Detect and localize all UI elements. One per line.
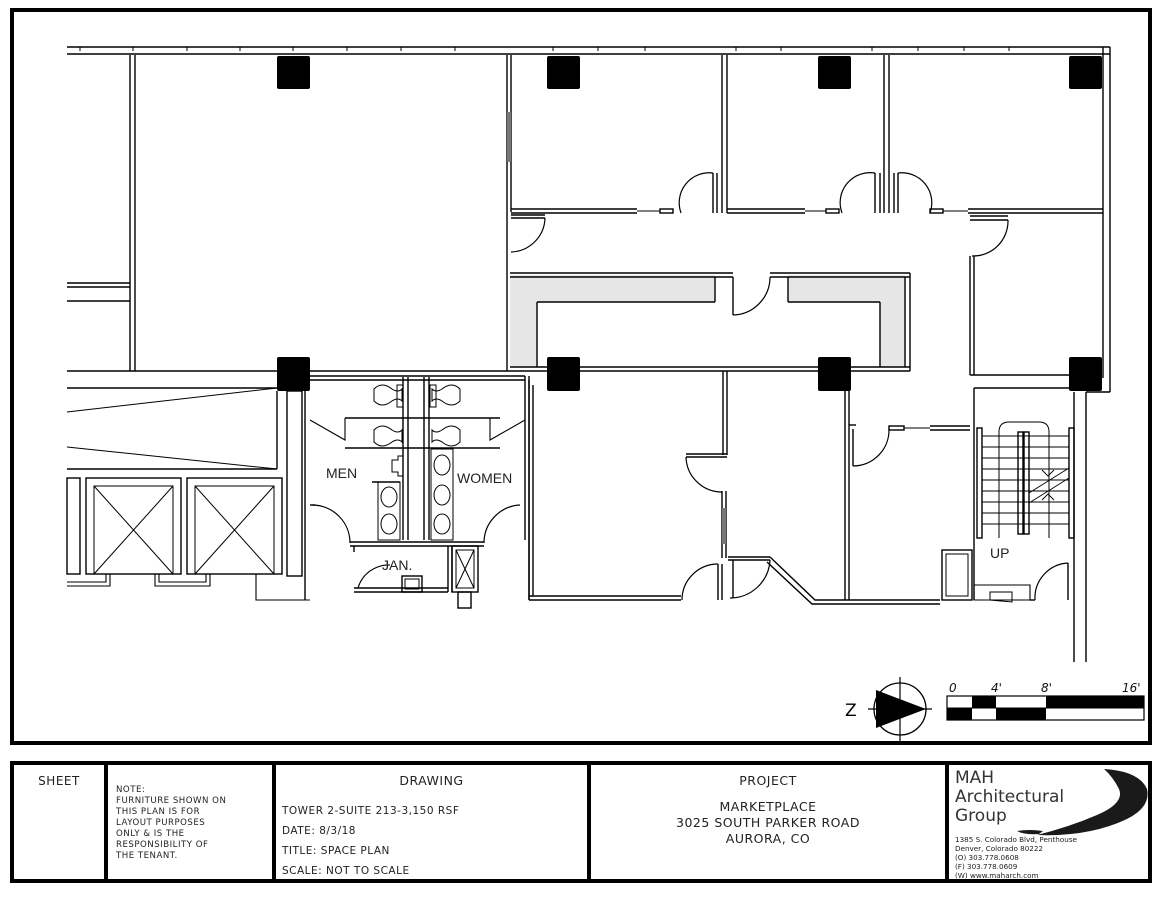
firm-name-line: Architectural — [955, 787, 1065, 807]
firm-address-line: Denver, Colorado 80222 — [955, 844, 1043, 853]
drawing-label: DRAWING — [399, 773, 464, 788]
firm-website: (W) www.maharch.com — [955, 871, 1039, 880]
floor-plan: MEN WOMEN JAN. UP Z 0 4' 8' 16' — [66, 46, 1145, 741]
drawing-cell: DRAWING TOWER 2-SUITE 213-3,150 RSF DATE… — [276, 765, 591, 879]
scale-bar: 0 4' 8' 16' — [946, 681, 1145, 721]
firm-contact: 1385 S. Colorado Blvd, Penthouse Denver,… — [955, 835, 1077, 880]
stair-core — [941, 374, 1111, 662]
firm-name: MAH Architectural Group — [955, 769, 1064, 826]
firm-logo-cell: MAH Architectural Group 1385 S. Colorado… — [949, 765, 1148, 880]
scale-tick-0: 0 — [949, 681, 957, 695]
north-arrow: Z — [845, 677, 932, 741]
north-arrow-letter: Z — [845, 701, 857, 721]
note-line: NOTE: — [116, 785, 146, 795]
drawing-frame — [10, 8, 1152, 745]
open-office — [67, 55, 512, 372]
structural-columns — [277, 56, 1102, 391]
drawing-date: DATE: 8/3/18 — [282, 825, 356, 837]
note-line: THE TENANT. — [116, 851, 178, 861]
firm-address-line: 1385 S. Colorado Blvd, Penthouse — [955, 835, 1077, 844]
drawing-suite: TOWER 2-SUITE 213-3,150 RSF — [282, 805, 460, 817]
note-line: ONLY & IS THE — [116, 829, 185, 839]
exterior-right-wall — [1102, 47, 1111, 378]
sheet-cell: SHEET — [14, 765, 108, 879]
project-info: MARKETPLACE 3025 SOUTH PARKER ROAD AUROR… — [591, 799, 945, 847]
firm-name-line: Group — [955, 806, 1007, 826]
title-block: SHEET NOTE: FURNITURE SHOWN ON THIS PLAN… — [10, 761, 1152, 883]
note-line: FURNITURE SHOWN ON — [116, 796, 227, 806]
scale-tick-16: 16' — [1122, 681, 1141, 695]
room-label-men: MEN — [326, 465, 357, 481]
note-line: RESPONSIBILITY OF — [116, 840, 209, 850]
project-name: MARKETPLACE — [719, 799, 817, 814]
project-cell: PROJECT MARKETPLACE 3025 SOUTH PARKER RO… — [591, 765, 949, 879]
scale-tick-8: 8' — [1041, 681, 1052, 695]
bottom-offices — [528, 371, 970, 605]
stair-label-up: UP — [990, 545, 1009, 561]
scale-tick-4: 4' — [991, 681, 1002, 695]
restrooms — [309, 375, 530, 609]
note-cell: NOTE: FURNITURE SHOWN ON THIS PLAN IS FO… — [108, 765, 276, 879]
exterior-top-wall — [67, 46, 1110, 55]
firm-phone: (O) 303.778.0608 — [955, 853, 1019, 862]
drawing-title: TITLE: SPACE PLAN — [282, 845, 390, 857]
firm-name-line: MAH — [955, 768, 995, 788]
note-line: THIS PLAN IS FOR — [116, 807, 201, 817]
project-city: AURORA, CO — [725, 831, 811, 846]
room-label-janitor: JAN. — [382, 557, 412, 573]
top-offices — [511, 55, 1103, 214]
project-address: 3025 SOUTH PARKER ROAD — [676, 815, 860, 830]
room-label-women: WOMEN — [457, 470, 512, 486]
project-label: PROJECT — [739, 773, 797, 788]
center-room — [510, 272, 911, 372]
firm-swoosh-logo-icon — [1017, 769, 1148, 836]
firm-fax: (F) 303.778.0609 — [955, 862, 1018, 871]
drawing-scale: SCALE: NOT TO SCALE — [282, 865, 410, 877]
drawing-info: TOWER 2-SUITE 213-3,150 RSF DATE: 8/3/18… — [282, 801, 459, 881]
elevator-core — [66, 387, 310, 601]
note-line: LAYOUT PURPOSES — [116, 818, 206, 828]
furniture-note: NOTE: FURNITURE SHOWN ON THIS PLAN IS FO… — [116, 785, 226, 862]
corridor-doors — [510, 214, 1009, 375]
sheet-label: SHEET — [38, 774, 80, 788]
